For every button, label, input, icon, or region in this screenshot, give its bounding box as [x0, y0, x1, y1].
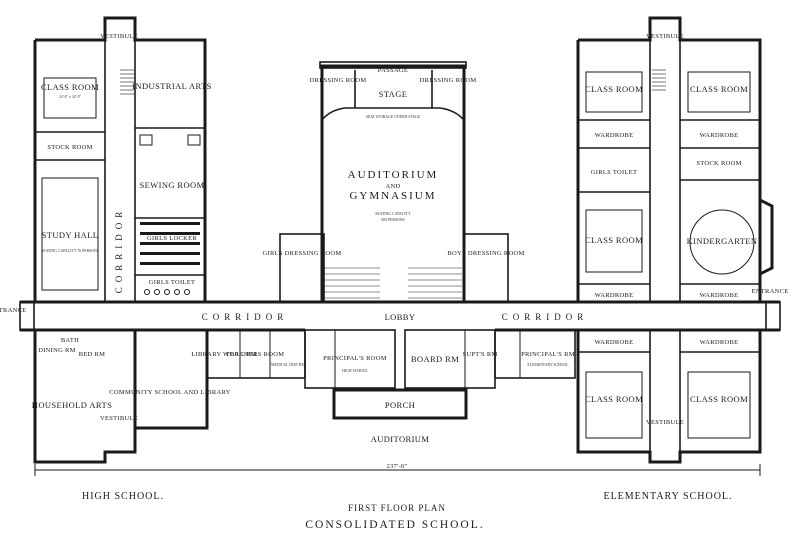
label-dining: DINING RM [38, 347, 76, 354]
label-household-arts: HOUSEHOLD ARTS [32, 400, 112, 410]
svg-text:24'-0" x 32'-0": 24'-0" x 32'-0" [59, 95, 82, 99]
bleachers-right [408, 267, 462, 299]
caption-elementary-school: ELEMENTARY SCHOOL. [603, 491, 732, 502]
label-and: AND [386, 183, 401, 190]
label-sewing-room: SEWING ROOM [139, 180, 204, 190]
label-entrance-right: ENTRANCE [751, 288, 788, 295]
label-stock-room-el: STOCK ROOM [696, 160, 741, 167]
el-classroom-board-2 [687, 71, 751, 113]
label-community-library: COMMUNITY SCHOOL AND LIBRARY [109, 389, 231, 396]
label-supts-rm: SUPT'S RM [462, 351, 497, 358]
label-board-rm: BOARD RM [411, 354, 459, 364]
label-class-room-hs: CLASS ROOM [41, 82, 99, 92]
label-class-room-el-2: CLASS ROOM [690, 84, 748, 94]
caption-floor-plan: FIRST FLOOR PLAN [348, 503, 446, 513]
label-corridor-right: CORRIDOR [502, 312, 589, 322]
high-school-wing: CLASS ROOM 24'-0" x 32'-0" INDUSTRIAL AR… [32, 16, 231, 464]
label-vestibule-hs-bottom: VESTIBULE [100, 415, 138, 422]
hs-classroom-outline [43, 77, 97, 119]
label-class-room-el-1: CLASS ROOM [585, 84, 643, 94]
el-classroom-board-3 [585, 209, 643, 273]
girls-dressing-walls [279, 233, 325, 303]
label-lobby: LOBBY [385, 312, 416, 322]
label-stock-room-hs: STOCK ROOM [47, 144, 92, 151]
label-dressing-right: DRESSING ROOM [420, 77, 477, 84]
auditorium-block: PASSAGE DRESSING ROOM DRESSING ROOM STAG… [262, 61, 524, 304]
label-wardrobe-el-1: WARDROBE [595, 132, 634, 139]
label-principals-hs: PRINCIPAL'S ROOM [323, 355, 387, 362]
label-class-room-el-4: CLASS ROOM [585, 394, 643, 404]
label-girls-toilet-el: GIRLS TOILET [591, 169, 638, 176]
label-seat-storage: SEAT STORAGE UNDER STAGE [366, 115, 421, 119]
elementary-wing: CLASS ROOM CLASS ROOM WARDROBE WARDROBE … [576, 16, 788, 464]
el-classroom-board-5 [687, 371, 751, 439]
dimension-label: 237'-0" [386, 463, 407, 470]
label-teachers-room: TEACHERS ROOM [226, 351, 285, 358]
label-girls-dressing: GIRLS DRESSING ROOM [262, 250, 341, 257]
admin-block: LIBRARY WORK RM TEACHERS ROOM MEDICAL IN… [191, 329, 576, 444]
label-hs-vertical-corridor: CORRIDOR [114, 207, 124, 294]
label-library-work: LIBRARY WORK RM [191, 351, 257, 358]
label-class-room-el-3: CLASS ROOM [585, 235, 643, 245]
library-wall [133, 328, 209, 430]
label-boys-dressing: BOYS DRESSING ROOM [447, 250, 524, 257]
porch-walls [332, 388, 468, 420]
label-seating-number: 600 PERSONS [381, 218, 404, 222]
el-classroom-board-4 [585, 371, 643, 439]
caption-high-school: HIGH SCHOOL. [82, 491, 164, 502]
label-class-room-el-5: CLASS ROOM [690, 394, 748, 404]
label-entrance-left: ENTRANCE [0, 307, 27, 314]
label-medical: MEDICAL INSP. RM [271, 363, 305, 367]
label-wardrobe-el-5: WARDROBE [595, 339, 634, 346]
main-corridor: CORRIDOR CORRIDOR LOBBY ENTRANCE [0, 300, 781, 332]
label-wardrobe-el-3: WARDROBE [595, 292, 634, 299]
label-wardrobe-el-2: WARDROBE [700, 132, 739, 139]
study-hall-note: SEATING CAPACITY 76 PERSONS [41, 249, 99, 253]
label-vestibule-el-top: VESTIBULE [646, 33, 684, 40]
label-gymnasium: GYMNASIUM [349, 190, 436, 202]
boys-dressing-walls [463, 233, 509, 303]
caption-school-name: CONSOLIDATED SCHOOL. [305, 519, 484, 531]
study-hall-outline [41, 177, 99, 291]
label-wardrobe-el-6: WARDROBE [700, 339, 739, 346]
bleachers-left [324, 267, 380, 299]
label-industrial-arts: INDUSTRIAL ARTS [132, 81, 212, 91]
label-principals-hs-sub: HIGH SCHOOL [342, 369, 368, 373]
hs-stair [120, 69, 134, 95]
label-study-hall: STUDY HALL [42, 230, 99, 240]
label-girls-toilet-hs: GIRLS TOILET [149, 279, 196, 286]
label-girls-locker: GIRLS LOCKER [147, 235, 197, 242]
label-seating-capacity: SEATING CAPACITY [375, 212, 411, 216]
label-auditorium: AUDITORIUM [348, 169, 439, 181]
auditorium-walls [320, 64, 466, 304]
label-vestibule-el-bottom: VESTIBULE [646, 419, 684, 426]
label-dressing-left: DRESSING ROOM [310, 77, 367, 84]
label-kindergarten: KINDERGARTEN [687, 236, 758, 246]
stage-edge [321, 107, 465, 121]
el-lower-wall [576, 328, 762, 464]
label-stage: STAGE [379, 89, 408, 99]
label-porch: PORCH [385, 400, 415, 410]
label-principals-el-sub: ELEMENTARY SCHOOL [527, 363, 569, 367]
el-classroom-board-1 [585, 71, 643, 113]
label-bath: BATH [61, 337, 79, 344]
label-corridor-left: CORRIDOR [202, 312, 289, 322]
label-principals-el: PRINCIPAL'S RM [521, 351, 575, 358]
label-bed-rm: BED RM [79, 351, 106, 358]
toilet-fixtures [144, 289, 190, 295]
label-auditorium-caption: AUDITORIUM [371, 434, 430, 444]
el-stair [652, 69, 666, 91]
overall-dimension: 237'-0" [34, 463, 761, 476]
locker-rows [140, 222, 200, 265]
label-wardrobe-el-4: WARDROBE [700, 292, 739, 299]
kindergarten-circle [689, 209, 755, 275]
kindergarten-bay [759, 198, 774, 276]
label-vestibule-hs-top: VESTIBULE [100, 33, 138, 40]
label-passage: PASSAGE [378, 67, 408, 74]
